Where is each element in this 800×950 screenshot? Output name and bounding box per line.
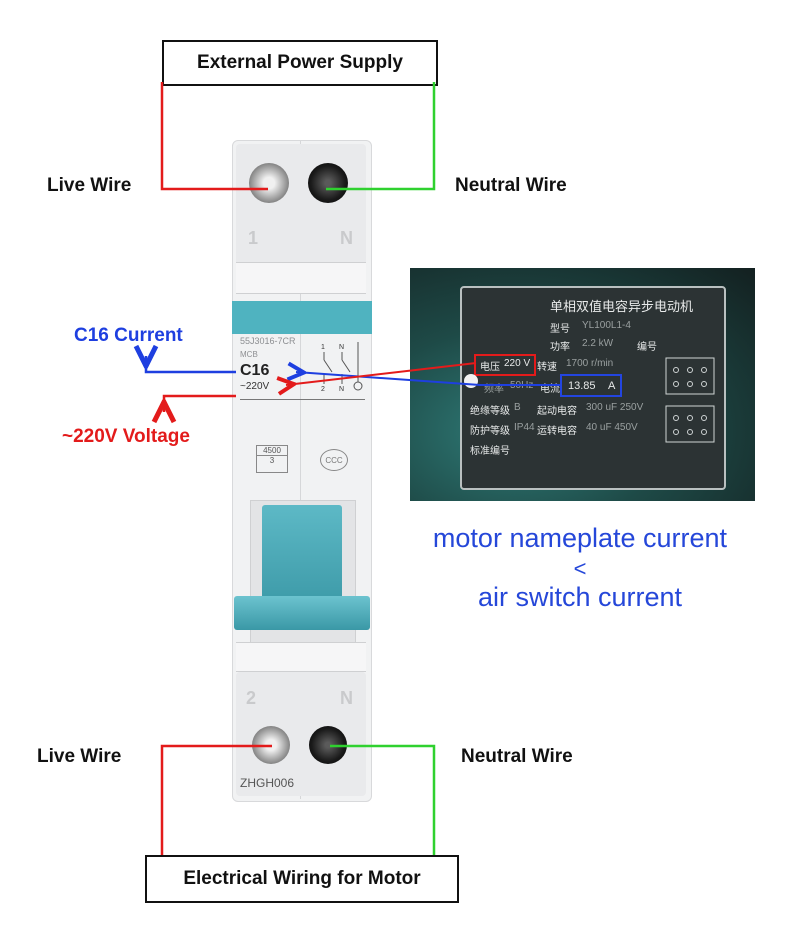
- note-line-2: <: [573, 556, 587, 581]
- terminal-n-top-mark: N: [340, 228, 353, 248]
- motor-wiring-label: Electrical Wiring for Motor: [145, 855, 459, 903]
- terminal-2-mark: 2: [246, 688, 257, 708]
- protect-value: IP44: [514, 422, 535, 433]
- start-cap-label: 起动电容: [537, 406, 577, 417]
- breaker-voltage: ~220V: [240, 381, 270, 392]
- current-unit: A: [608, 380, 616, 392]
- current-arrow: [146, 356, 236, 374]
- capacity-box: 4500 3: [256, 445, 288, 473]
- serial-label: 编号: [637, 342, 657, 353]
- nameplate: 单相双值电容异步电动机 型号 YL100L1-4 功率 2.2 kW 编号 电压…: [460, 286, 726, 490]
- protect-label: 防护等级: [470, 426, 510, 437]
- start-cap-value: 300 uF 250V: [586, 402, 644, 413]
- standard-label: 标准编号: [470, 446, 510, 457]
- speed-label: 转速: [537, 362, 557, 373]
- model-label: 型号: [550, 324, 570, 335]
- bottom-clip: [236, 642, 366, 672]
- voltage-label: 电压: [480, 362, 500, 373]
- ccc-cert-icon: CCC: [320, 449, 348, 471]
- note-line-3: air switch current: [477, 582, 683, 612]
- power-value: 2.2 kW: [582, 338, 614, 349]
- external-power-supply-label: External Power Supply: [162, 40, 438, 86]
- current-value: 13.85: [568, 380, 596, 392]
- run-cap-value: 40 uF 450V: [586, 422, 638, 433]
- neutral-screw-top-icon: [308, 163, 348, 203]
- live-wire-bottom-label: Live Wire: [37, 746, 122, 767]
- schematic-2-label: 2: [321, 386, 325, 393]
- run-cap-label: 运转电容: [537, 426, 577, 437]
- capacity-top: 4500: [257, 446, 287, 456]
- current-label: 电流: [540, 384, 560, 395]
- breaker-rating: C16: [240, 362, 270, 379]
- insulation-value: B: [514, 402, 521, 413]
- live-wire-top: [160, 82, 268, 191]
- toggle-handle[interactable]: [262, 505, 342, 605]
- freq-label: 频率: [484, 384, 504, 395]
- top-clip: [236, 262, 366, 294]
- voltage-highlight-box: [474, 354, 536, 376]
- nameplate-title: 单相双值电容异步电动机: [550, 299, 694, 314]
- live-wire-top-label: Live Wire: [47, 175, 132, 196]
- breaker-brand: ZHGH006: [240, 776, 295, 790]
- terminal-n-bottom-mark: N: [340, 688, 353, 708]
- model-value: YL100L1-4: [582, 320, 631, 331]
- neutral-wire-bottom-label: Neutral Wire: [461, 746, 573, 767]
- toggle-handle-grip[interactable]: [234, 596, 370, 630]
- nameplate-wiring-diagram: [665, 357, 715, 443]
- voltage-value: 220 V: [504, 358, 531, 369]
- nameplate-voltage-arrow: [286, 362, 477, 385]
- neutral-wire-top: [326, 82, 436, 191]
- c16-current-label: C16 Current: [74, 325, 183, 346]
- breaker-accent-band: [232, 301, 372, 334]
- top-terminal-block: [236, 144, 366, 266]
- neutral-wire-bottom: [330, 744, 436, 855]
- schematic-n-label: N: [339, 344, 345, 351]
- power-label: 功率: [550, 342, 570, 353]
- current-highlight-box: [560, 374, 622, 397]
- capacity-bottom: 3: [269, 456, 275, 465]
- voltage-arrow: [164, 394, 236, 412]
- schematic-nb-label: N: [339, 386, 345, 393]
- live-wire-bottom: [160, 744, 272, 855]
- voltage-label: ~220V Voltage: [62, 426, 190, 447]
- breaker-schematic: [323, 342, 363, 391]
- motor-nameplate-photo: 单相双值电容异步电动机 型号 YL100L1-4 功率 2.2 kW 编号 电压…: [410, 268, 755, 501]
- insulation-label: 绝缘等级: [470, 406, 510, 417]
- neutral-wire-top-label: Neutral Wire: [455, 175, 567, 196]
- breaker-type: MCB: [240, 350, 258, 359]
- speed-value: 1700 r/min: [566, 358, 614, 369]
- breaker-seam: [300, 141, 301, 799]
- live-screw-top-icon: [249, 163, 289, 203]
- breaker-divider: [240, 399, 365, 400]
- terminal-1-mark: 1: [248, 228, 259, 248]
- breaker-model: 55J3016-7CR: [240, 336, 296, 346]
- schematic-1-label: 1: [321, 344, 325, 351]
- note-line-1: motor nameplate current: [432, 523, 728, 553]
